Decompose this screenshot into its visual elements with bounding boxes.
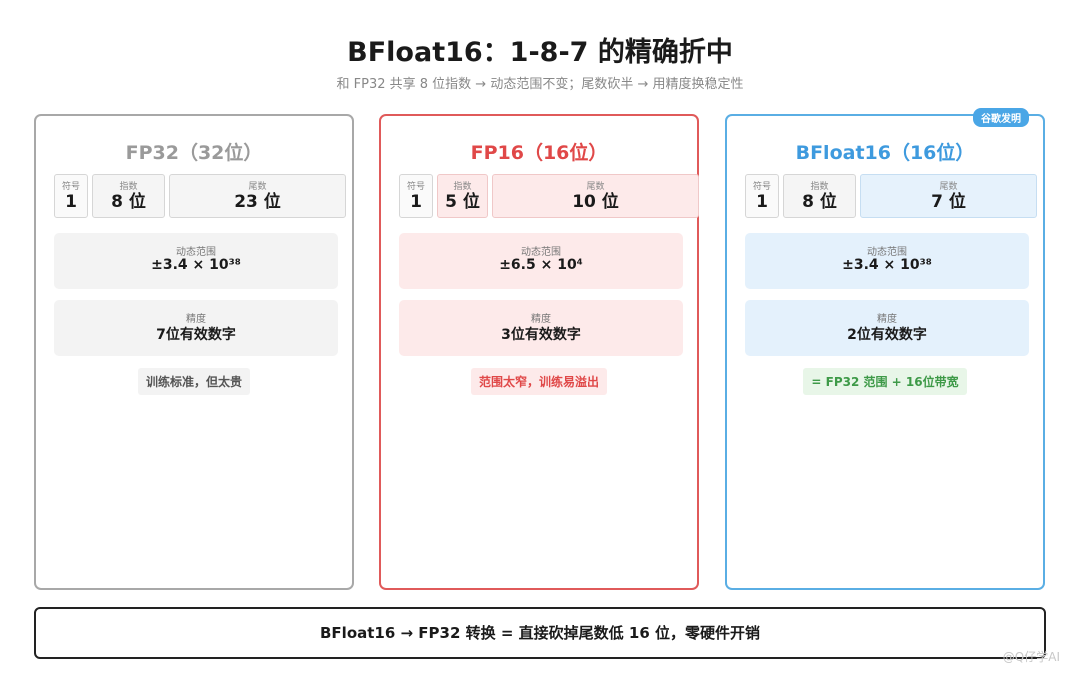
- conversion-summary: BFloat16 → FP32 转换 = 直接砍掉尾数低 16 位，零硬件开销: [34, 607, 1046, 659]
- precision-box: 精度 2位有效数字: [745, 300, 1029, 356]
- page-subtitle: 和 FP32 共享 8 位指数 → 动态范围不变；尾数砍半 → 用精度换稳定性: [336, 77, 744, 92]
- note-text: = FP32 范围 + 16位带宽: [803, 368, 967, 395]
- sign-bit-box: 符号 1: [399, 174, 433, 218]
- mantissa-label: 尾数: [586, 182, 605, 192]
- range-value: ±3.4 × 10³⁸: [151, 257, 241, 273]
- range-value: ±3.4 × 10³⁸: [842, 257, 932, 273]
- mantissa-label: 尾数: [939, 182, 958, 192]
- fp32-card: FP32（32位） 符号 1 指数 8 位 尾数 23 位 动态范围 ±3.4 …: [34, 114, 354, 590]
- bit-layout: 符号 1 指数 8 位 尾数 7 位: [745, 174, 1037, 218]
- dynamic-range-box: 动态范围 ±3.4 × 10³⁸: [745, 233, 1029, 289]
- fp16-card: FP16（16位） 符号 1 指数 5 位 尾数 10 位 动态范围 ±6.5 …: [379, 114, 699, 590]
- precision-value: 2位有效数字: [847, 327, 927, 343]
- note: 范围太窄，训练易溢出: [381, 368, 697, 395]
- precision-box: 精度 3位有效数字: [399, 300, 683, 356]
- exponent-label: 指数: [119, 182, 138, 192]
- page-title: BFloat16：1-8-7 的精确折中: [347, 37, 733, 68]
- sign-value: 1: [410, 192, 422, 212]
- note: = FP32 范围 + 16位带宽: [727, 368, 1043, 395]
- sign-bit-box: 符号 1: [745, 174, 779, 218]
- precision-label: 精度: [531, 314, 551, 325]
- card-title: FP32（32位）: [125, 142, 263, 164]
- exponent-value: 5 位: [445, 192, 480, 212]
- exponent-bit-box: 指数 5 位: [437, 174, 488, 218]
- exponent-bit-box: 指数 8 位: [92, 174, 165, 218]
- sign-label: 符号: [61, 182, 80, 192]
- mantissa-value: 10 位: [572, 192, 619, 212]
- precision-value: 7位有效数字: [156, 327, 236, 343]
- sign-label: 符号: [752, 182, 771, 192]
- sign-bit-box: 符号 1: [54, 174, 88, 218]
- precision-label: 精度: [186, 314, 206, 325]
- exponent-label: 指数: [453, 182, 472, 192]
- mantissa-bit-box: 尾数 10 位: [492, 174, 699, 218]
- mantissa-value: 23 位: [234, 192, 281, 212]
- range-value: ±6.5 × 10⁴: [499, 257, 583, 273]
- mantissa-label: 尾数: [248, 182, 267, 192]
- mantissa-value: 7 位: [931, 192, 966, 212]
- range-label: 动态范围: [176, 247, 216, 258]
- badge: 谷歌发明: [973, 108, 1029, 127]
- precision-box: 精度 7位有效数字: [54, 300, 338, 356]
- bit-layout: 符号 1 指数 5 位 尾数 10 位: [399, 174, 699, 218]
- mantissa-bit-box: 尾数 7 位: [860, 174, 1037, 218]
- bfloat16-card: 谷歌发明 BFloat16（16位） 符号 1 指数 8 位 尾数 7 位 动态…: [725, 108, 1045, 590]
- exponent-value: 8 位: [111, 192, 146, 212]
- mantissa-bit-box: 尾数 23 位: [169, 174, 346, 218]
- dynamic-range-box: 动态范围 ±6.5 × 10⁴: [399, 233, 683, 289]
- precision-value: 3位有效数字: [501, 327, 581, 343]
- card-title: BFloat16（16位）: [795, 142, 975, 164]
- bit-layout: 符号 1 指数 8 位 尾数 23 位: [54, 174, 346, 218]
- dynamic-range-box: 动态范围 ±3.4 × 10³⁸: [54, 233, 338, 289]
- range-label: 动态范围: [867, 247, 907, 258]
- exponent-label: 指数: [810, 182, 829, 192]
- sign-value: 1: [65, 192, 77, 212]
- exponent-value: 8 位: [802, 192, 837, 212]
- card-title: FP16（16位）: [470, 142, 608, 164]
- sign-value: 1: [756, 192, 768, 212]
- exponent-bit-box: 指数 8 位: [783, 174, 856, 218]
- note-text: 范围太窄，训练易溢出: [470, 368, 607, 395]
- precision-label: 精度: [877, 314, 897, 325]
- sign-label: 符号: [406, 182, 425, 192]
- range-label: 动态范围: [521, 247, 561, 258]
- note-text: 训练标准，但太贵: [137, 368, 250, 395]
- watermark: @Q仔学AI: [1002, 650, 1060, 664]
- note: 训练标准，但太贵: [36, 368, 352, 395]
